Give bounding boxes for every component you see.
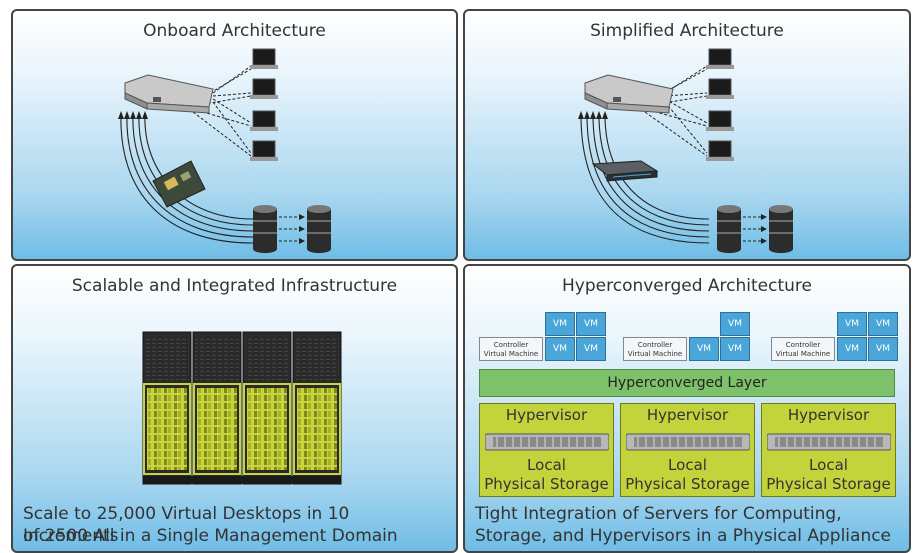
hyperconverged-node: Hypervisor Local Physical Storage: [479, 403, 614, 497]
vm-block: VM: [720, 337, 750, 361]
vm-block: VM: [837, 312, 867, 336]
onboard-diagram: [118, 48, 331, 253]
vm-block: VM: [576, 337, 606, 361]
vm-block: VM: [720, 312, 750, 336]
hypervisor-label: Hypervisor: [646, 406, 729, 424]
appliance-icon: [626, 433, 750, 451]
controller-vm-line-2: Virtual Machine: [775, 350, 831, 358]
laptop-icon: [250, 140, 278, 161]
laptop-icon: [706, 78, 734, 99]
local-storage-line-2: Physical Storage: [484, 475, 609, 493]
hyperconverged-layer: Hyperconverged Layer: [479, 369, 895, 397]
database-icon: [717, 205, 741, 253]
server-rack-icon: [242, 331, 292, 485]
panel-title: Simplified Architecture: [590, 21, 784, 41]
controller-vm-line-1: Controller: [785, 341, 821, 349]
controller-vm-line-1: Controller: [637, 341, 673, 349]
panel-title: Onboard Architecture: [143, 21, 326, 41]
scalable-caption-line-2: of 2500 All in a Single Management Domai…: [23, 526, 398, 546]
vm-block: VM: [545, 337, 575, 361]
scalable-caption-line-1: Scale to 25,000 Virtual Desktops in 10 I…: [23, 504, 350, 546]
controller-vm: Controller Virtual Machine: [771, 337, 835, 361]
appliance-icon: [767, 433, 891, 451]
laptop-icon: [250, 48, 278, 69]
hyperconverged-caption-line-1: Tight Integration of Servers for Computi…: [475, 504, 842, 524]
local-storage-label: Local Physical Storage: [480, 456, 613, 494]
server-rack-icon: [292, 331, 342, 485]
hyperconverged-node: Hypervisor Local Physical Storage: [761, 403, 896, 497]
vm-block: VM: [545, 312, 575, 336]
local-storage-label: Local Physical Storage: [621, 456, 754, 494]
database-icon: [307, 205, 331, 253]
hyperconverged-caption-line-2: Storage, and Hypervisors in a Physical A…: [475, 526, 892, 546]
hypervisor-label: Hypervisor: [505, 406, 588, 424]
appliance-icon: [485, 433, 609, 451]
server-icon: [124, 74, 214, 114]
laptop-icon: [250, 110, 278, 131]
vm-block: VM: [837, 337, 867, 361]
vm-block: VM: [689, 337, 719, 361]
local-storage-line-2: Physical Storage: [766, 475, 891, 493]
panel-scalable-infrastructure: Scalable and Integrated Infrastructure: [11, 264, 458, 553]
database-icon: [769, 205, 793, 253]
local-storage-line-2: Physical Storage: [625, 475, 750, 493]
circuit-board-icon: [152, 160, 206, 208]
switch-icon: [591, 160, 659, 182]
local-storage-label: Local Physical Storage: [762, 456, 895, 494]
controller-vm: Controller Virtual Machine: [623, 337, 687, 361]
local-storage-line-1: Local: [527, 456, 566, 474]
server-icon: [584, 74, 674, 114]
local-storage-line-1: Local: [809, 456, 848, 474]
controller-vm-line-2: Virtual Machine: [483, 350, 539, 358]
simplified-diagram: [578, 48, 793, 253]
laptop-icon: [706, 48, 734, 69]
local-storage-line-1: Local: [668, 456, 707, 474]
panel-onboard-architecture: Onboard Architecture: [11, 9, 458, 261]
vm-block: VM: [576, 312, 606, 336]
server-racks-illustration: [142, 331, 342, 485]
vm-block: VM: [868, 312, 898, 336]
hyperconverged-node: Hypervisor Local Physical Storage: [620, 403, 755, 497]
laptop-icon: [706, 140, 734, 161]
controller-vm-line-2: Virtual Machine: [627, 350, 683, 358]
hypervisor-label: Hypervisor: [787, 406, 870, 424]
controller-vm: Controller Virtual Machine: [479, 337, 543, 361]
vm-block: VM: [868, 337, 898, 361]
server-rack-icon: [142, 331, 192, 485]
controller-vm-line-1: Controller: [493, 341, 529, 349]
panel-hyperconverged-architecture: Hyperconverged Architecture VM VM Contro…: [463, 264, 911, 553]
database-icon: [253, 205, 277, 253]
panel-simplified-architecture: Simplified Architecture: [463, 9, 911, 261]
panel-title: Hyperconverged Architecture: [562, 276, 812, 296]
laptop-icon: [706, 110, 734, 131]
laptop-icon: [250, 78, 278, 99]
panel-title: Scalable and Integrated Infrastructure: [71, 276, 398, 296]
server-rack-icon: [192, 331, 242, 485]
